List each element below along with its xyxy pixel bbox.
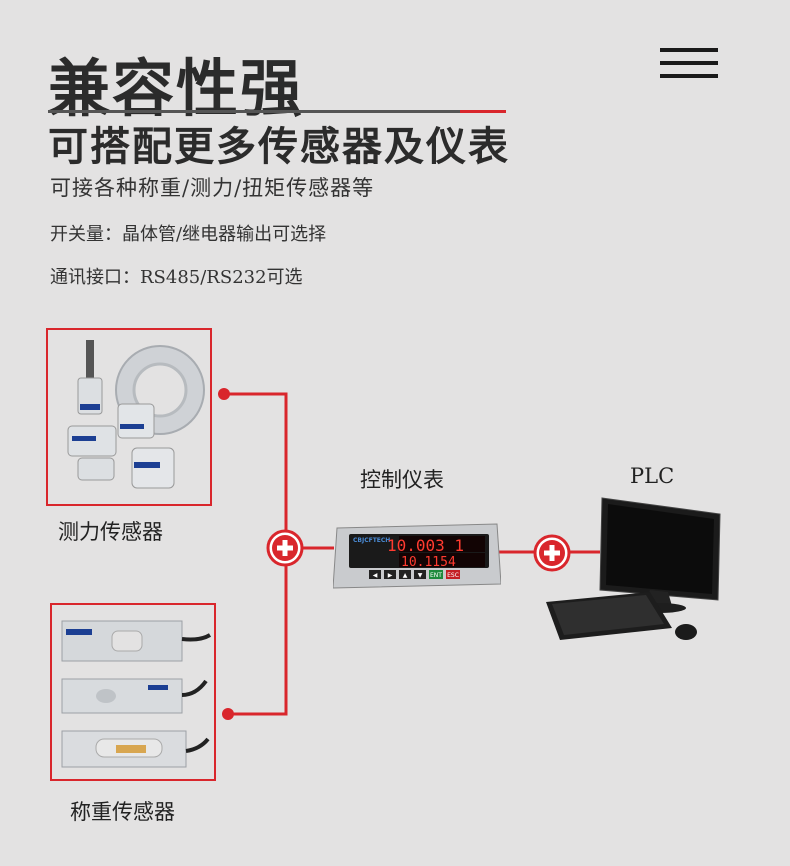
feature-comm-interface: 通讯接口：RS485/RS232可选 bbox=[50, 267, 303, 288]
title-divider bbox=[48, 110, 488, 113]
menu-icon[interactable] bbox=[660, 48, 718, 80]
title-divider-accent bbox=[460, 110, 506, 113]
plc-computer bbox=[540, 494, 730, 644]
wire-endpoint bbox=[222, 708, 234, 720]
key-enter[interactable]: ENT bbox=[430, 572, 442, 579]
wire-endpoint bbox=[218, 388, 230, 400]
weighing-sensor-image bbox=[61, 620, 212, 768]
brand-label: CBJCFTECH bbox=[353, 537, 390, 544]
force-sensor-label: 测力传感器 bbox=[58, 520, 163, 544]
plc-label: PLC bbox=[630, 464, 675, 488]
controller-label: 控制仪表 bbox=[360, 468, 444, 492]
force-sensor-image bbox=[67, 340, 205, 489]
display-top-value: 10.003 1 bbox=[387, 536, 464, 555]
key-escape[interactable]: ESC bbox=[447, 572, 459, 579]
force-sensor-frame bbox=[46, 328, 212, 506]
key-down[interactable]: ▼ bbox=[418, 572, 423, 579]
key-left[interactable]: ◀ bbox=[373, 572, 378, 579]
display-bottom-value: 10.1154 bbox=[401, 555, 456, 570]
feature-switch-output: 开关量：晶体管/继电器输出可选择 bbox=[50, 224, 327, 245]
controller-device: CBJCFTECH 10.003 1 10.1154 ◀ ▶ ▲ ▼ ENT E… bbox=[332, 522, 502, 602]
weighing-sensor-label: 称重传感器 bbox=[70, 800, 175, 824]
feature-sensors: 可接各种称重/测力/扭矩传感器等 bbox=[50, 176, 375, 200]
page-subtitle: 可搭配更多传感器及仪表 bbox=[48, 124, 510, 170]
plus-connector-icon bbox=[266, 529, 304, 567]
key-up[interactable]: ▲ bbox=[403, 572, 408, 579]
key-right[interactable]: ▶ bbox=[388, 572, 393, 579]
weighing-sensor-frame bbox=[50, 603, 216, 781]
plus-connector-icon bbox=[533, 534, 571, 572]
